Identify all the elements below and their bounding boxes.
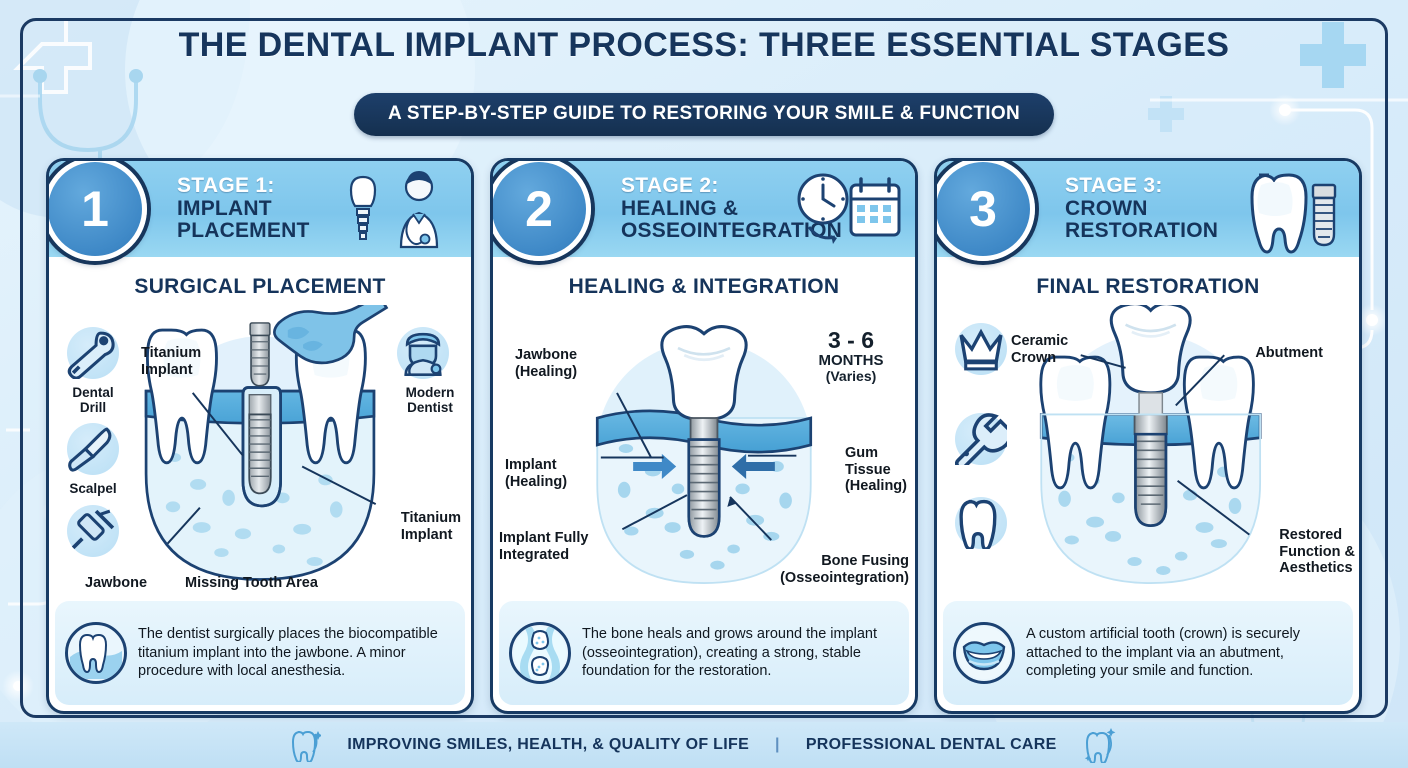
stage-card-3[interactable]: 3 STAGE 3: CROWN RESTORATION FINAL RESTO… — [934, 158, 1362, 714]
stage-3-footer: A custom artificial tooth (crown) is sec… — [943, 601, 1353, 705]
stage-3-section-title: FINAL RESTORATION — [1036, 275, 1260, 298]
stage-2-footer-text: The bone heals and grows around the impl… — [582, 626, 878, 680]
stage-1-label-titanium-implant-bottom: Titanium Implant — [400, 510, 461, 543]
dental-drill-caption: Dental Drill — [72, 385, 114, 416]
stage-card-1[interactable]: 1 STAGE 1: IMPLANT PLACEMENT — [46, 158, 474, 714]
bottom-bar-separator: | — [775, 736, 780, 753]
stage-2-label-gum-tissue-healing: Gum Tissue (Healing) — [844, 445, 907, 495]
subtitle-banner: A STEP-BY-STEP GUIDE TO RESTORING YOUR S… — [354, 93, 1054, 136]
stage-3-footer-text: A custom artificial tooth (crown) is sec… — [1026, 626, 1300, 680]
dental-drill-icon — [67, 327, 119, 379]
stage-card-2[interactable]: 2 STAGE 2: HEALING & OSSEOINTEGRATION — [490, 158, 918, 714]
stage-2-label-implant-fully-integrated: Implant Fully Integrated — [499, 530, 589, 563]
stage-1-number-badge: 1 — [49, 161, 147, 261]
stage-1-label-jawbone: Jawbone — [85, 575, 148, 591]
healing-duration: 3 - 6 MONTHS (Varies) — [805, 327, 897, 385]
stage-1-header: 1 STAGE 1: IMPLANT PLACEMENT — [49, 161, 471, 261]
stage-3-name: CROWN RESTORATION — [1065, 196, 1219, 243]
modern-dentist-caption: Modern Dentist — [405, 385, 455, 416]
scalpel-icon — [67, 423, 119, 475]
stage-2-header: 2 STAGE 2: HEALING & OSSEOINTEGRATION — [493, 161, 915, 261]
stage-2-label-bone-fusing: Bone Fusing (Osseointegration) — [780, 553, 909, 586]
clock-and-calendar-icon — [797, 173, 901, 244]
stage-3-illustration: Ceramic Crown Abutment Restored Function… — [937, 305, 1359, 601]
stage-2-label-implant-healing: Implant (Healing) — [505, 457, 568, 490]
stage-1-footer-text: The dentist surgically places the biocom… — [138, 626, 438, 680]
crown-icon — [955, 323, 1007, 375]
tooth-icon — [955, 497, 1007, 549]
healing-duration-note: (Varies) — [825, 368, 877, 385]
tooth-sparkle-icon-left — [292, 730, 322, 762]
stage-2-name: HEALING & OSSEOINTEGRATION — [621, 196, 842, 243]
modern-dentist-icon — [397, 327, 449, 379]
stage-3-header: 3 STAGE 3: CROWN RESTORATION — [937, 161, 1359, 261]
stage-1-section-title: SURGICAL PLACEMENT — [134, 275, 386, 298]
bottom-bar-text-left: IMPROVING SMILES, HEALTH, & QUALITY OF L… — [347, 736, 750, 753]
healing-duration-unit: MONTHS — [818, 351, 884, 369]
stage-2-number-badge: 2 — [493, 161, 591, 261]
healing-duration-value: 3 - 6 — [827, 327, 875, 353]
page-title: THE DENTAL IMPLANT PROCESS: THREE ESSENT… — [178, 26, 1230, 64]
stage-3-number-badge: 3 — [937, 161, 1035, 261]
tooth-with-screw-icon — [1250, 173, 1337, 254]
stage-1-name: IMPLANT PLACEMENT — [177, 196, 310, 243]
stage-3-label-abutment: Abutment — [1255, 345, 1323, 361]
smile-icon — [953, 622, 1015, 684]
stage-3-label: STAGE 3: — [1065, 173, 1163, 197]
stage-1-label-titanium-implant-top: Titanium Implant — [141, 345, 202, 378]
syringe-icon — [67, 505, 119, 557]
subtitle-text: A STEP-BY-STEP GUIDE TO RESTORING YOUR S… — [354, 93, 1054, 136]
bone-joint-icon — [509, 622, 571, 684]
stage-1-label: STAGE 1: — [177, 173, 275, 197]
stage-2-label-jawbone-healing: Jawbone (Healing) — [515, 347, 578, 380]
stage-2-label: STAGE 2: — [621, 173, 719, 197]
stage-1-illustration: Titanium Implant Titanium Implant Jawbon… — [49, 305, 471, 601]
scalpel-caption: Scalpel — [69, 481, 117, 496]
bottom-bar: IMPROVING SMILES, HEALTH, & QUALITY OF L… — [0, 722, 1408, 768]
poster-frame — [20, 18, 1388, 718]
implant-and-dentist-icon — [349, 171, 439, 249]
stage-2-section-title: HEALING & INTEGRATION — [568, 275, 840, 298]
stage-1-footer: The dentist surgically places the biocom… — [55, 601, 465, 705]
tooth-sparkle-icon-right — [1084, 728, 1116, 763]
stage-2-illustration: Jawbone (Healing) Implant (Healing) Gum … — [493, 305, 915, 601]
stage-2-footer: The bone heals and grows around the impl… — [499, 601, 909, 705]
bottom-bar-text-right: PROFESSIONAL DENTAL CARE — [805, 736, 1057, 753]
tooth-in-gum-icon — [65, 622, 127, 684]
stage-3-label-restored-function: Restored Function & Aesthetics — [1279, 527, 1355, 577]
stage-3-label-ceramic-crown: Ceramic Crown — [1011, 333, 1069, 366]
wrench-icon — [955, 413, 1007, 465]
stage-1-label-missing-tooth-area: Missing Tooth Area — [185, 575, 318, 591]
stage-cards: 1 STAGE 1: IMPLANT PLACEMENT — [46, 158, 1362, 714]
